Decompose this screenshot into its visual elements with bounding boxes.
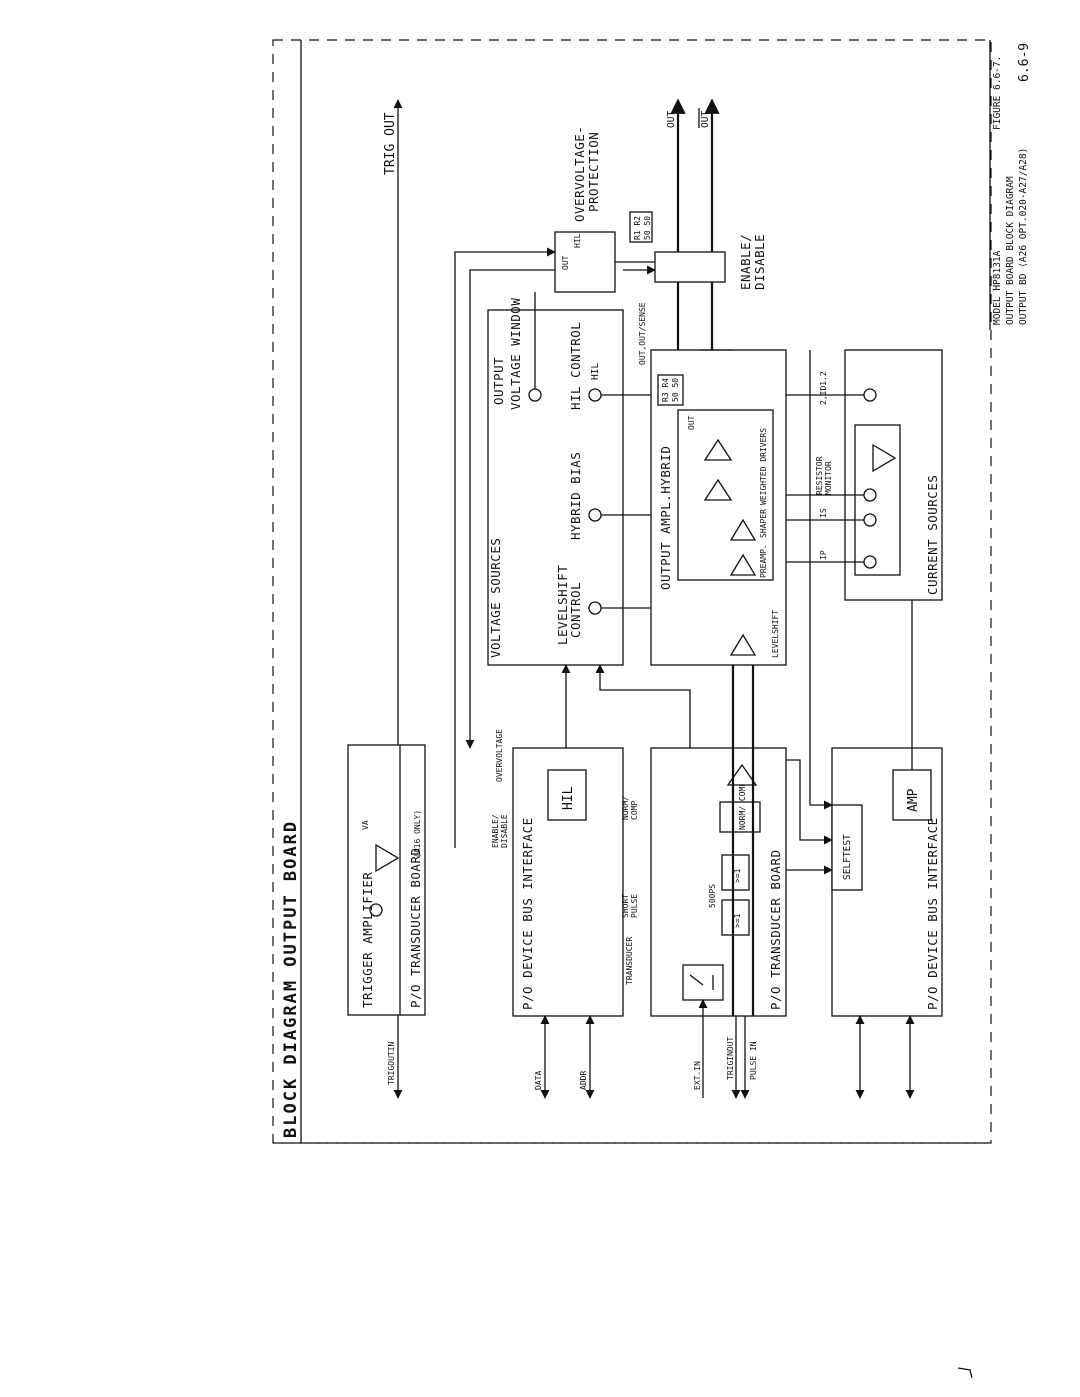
short-pulse-sig-1: SHORT — [621, 894, 630, 918]
hybrid-bias-label: HYBRID BIAS — [568, 452, 583, 540]
norm-comp-sig-1: NORM/ — [621, 796, 630, 820]
enable-line — [454, 247, 556, 848]
enable-disable-sig-2: DISABLE — [500, 814, 509, 848]
footer-board: OUTPUT BD (A26 OPT.020-A27/A28) — [1018, 148, 1029, 325]
enable-disable-block — [654, 251, 726, 283]
current-sources-label: CURRENT SOURCES — [925, 475, 940, 595]
addr-label: ADDR — [579, 1071, 588, 1090]
amp-box-label: AMP — [906, 788, 921, 812]
r3r4-label: R3 R4 — [661, 378, 670, 402]
po-transducer-r16-label: P/O TRANSDUCER BOARD — [408, 847, 423, 1008]
trigoutin-label: TRIGOUTIN — [387, 1041, 396, 1085]
output-ampl-hybrid-label: OUTPUT AMPL.HYBRID — [658, 446, 673, 590]
r16-only-label: (A16 ONLY) — [413, 810, 422, 858]
device-bus-interface-2-label: P/O DEVICE BUS INTERFACE — [925, 817, 940, 1010]
norm-comp-sig-2: COMP — [630, 801, 639, 820]
out-out-sense-label: OUT,OUT/SENSE — [638, 302, 647, 365]
overvoltage-sig: OVERVOLTAGE — [495, 729, 504, 782]
ovp-hil: HIL — [573, 233, 582, 248]
output-window-2: VOLTAGE WINDOW — [508, 298, 523, 410]
output-window-1: OUTPUT — [491, 357, 506, 405]
gate-1 — [721, 899, 750, 936]
overvoltage-line — [465, 269, 555, 749]
driver-triangle-2 — [703, 438, 733, 461]
levelshift-control-1: LEVELSHIFT — [555, 565, 570, 645]
hil-box-label: HIL — [561, 786, 576, 810]
footer-page: 6.6-9 — [1017, 43, 1032, 82]
transducer-switch — [689, 974, 714, 990]
overvoltage-protection-block — [554, 231, 616, 293]
trigger-amp-triangle — [375, 843, 400, 873]
trigger-amplifier-block — [347, 744, 426, 1016]
weighted-drivers-label: WEIGHTED DRIVERS — [759, 428, 768, 505]
r1r2-resistors — [629, 211, 653, 243]
r1r2-label: R1 R2 — [633, 216, 642, 240]
transducer-sig: TRANSDUCER — [625, 937, 634, 985]
hil-source-label: HIL — [590, 363, 601, 380]
diagram-title: BLOCK DIAGRAM OUTPUT BOARD — [281, 820, 301, 1138]
enable-disable-sig-1: ENABLE/ — [491, 814, 500, 848]
gate-2 — [721, 854, 750, 891]
levelshift-label: LEVELSHIFT — [771, 610, 780, 658]
selftest-link-3 — [809, 350, 833, 810]
footer-model: MODEL HP8131A — [992, 250, 1003, 325]
ovp-out: OUT — [561, 255, 570, 270]
levelshift-control-2: CONTROL — [568, 582, 583, 638]
resistor-monitor-2: MONITOR — [824, 461, 833, 495]
shaper-label: SHAPER — [759, 509, 768, 538]
outer-frame — [272, 39, 992, 1144]
out-bar-label: OUT — [700, 111, 711, 128]
amp-box — [892, 769, 932, 821]
current-amp-triangle — [872, 443, 897, 473]
enable-disable-label-2: DISABLE — [752, 234, 767, 290]
resistor-monitor-1: RESISTOR — [815, 456, 824, 495]
selftest-link-1 — [786, 759, 833, 845]
trig-out-label: TRIG OUT — [383, 112, 398, 175]
ip-label: IP — [819, 550, 828, 560]
short-pulse-sig-2: PULSE — [630, 894, 639, 918]
out-label: OUT — [666, 111, 677, 128]
transducer-to-vsrc — [595, 664, 691, 748]
trigger-amplifier-label: TRIGGER AMPLIFIER — [360, 872, 375, 1008]
trigger-amp-va: VA — [361, 820, 370, 830]
gate-1-label: >=1 — [733, 913, 742, 928]
triginout-label: TRIGINOUT — [726, 1036, 735, 1080]
ovp-label-2: PROTECTION — [586, 132, 601, 212]
preamp-label: PREAMP. — [759, 544, 768, 578]
r1r2-values: 50 50 — [643, 216, 652, 240]
is-label: IS — [819, 508, 828, 518]
i1-i2-label: 2,ID1.2 — [819, 371, 828, 405]
hil-control-label: HIL CONTROL — [568, 322, 583, 410]
r3r4-values: 50 50 — [671, 378, 680, 402]
trigger-amp-source-icon — [369, 903, 383, 917]
ps500-label: 500PS — [708, 884, 717, 908]
data-label: DATA — [534, 1071, 543, 1090]
selftest-label: SELFTEST — [842, 834, 853, 880]
enable-disable-label-1: ENABLE/ — [738, 234, 753, 290]
preamp-triangle — [729, 553, 757, 576]
transducer-board-label: P/O TRANSDUCER BOARD — [768, 849, 783, 1010]
shaper-triangle — [729, 518, 757, 541]
footer-figure: FIGURE 6.6-7. — [992, 56, 1003, 130]
driver-triangle-1 — [703, 478, 733, 501]
footer-diagram: OUTPUT BOARD BLOCK DIAGRAM — [1005, 176, 1016, 325]
transducer-switch-box — [682, 964, 724, 1001]
pulse-in-label: PULSE IN — [749, 1041, 758, 1080]
scan-mark — [957, 1367, 973, 1379]
gate-2-label: >=1 — [733, 868, 742, 883]
r3r4-resistors — [657, 374, 684, 406]
selftest-box — [831, 804, 863, 891]
ovp-label-1: OVERVOLTAGE- — [572, 126, 587, 222]
norm-comp-box-label: NORM/ COMP — [738, 782, 747, 830]
levelshift-triangle — [729, 633, 757, 656]
ext-in-label: EXT.IN — [693, 1061, 702, 1090]
device-bus-interface-1-label: P/O DEVICE BUS INTERFACE — [520, 817, 535, 1010]
hil-box — [547, 769, 587, 821]
transducer-amp-triangle — [726, 763, 758, 786]
inner-out-label: OUT — [687, 415, 696, 430]
voltage-sources-label: VOLTAGE SOURCES — [488, 538, 503, 658]
